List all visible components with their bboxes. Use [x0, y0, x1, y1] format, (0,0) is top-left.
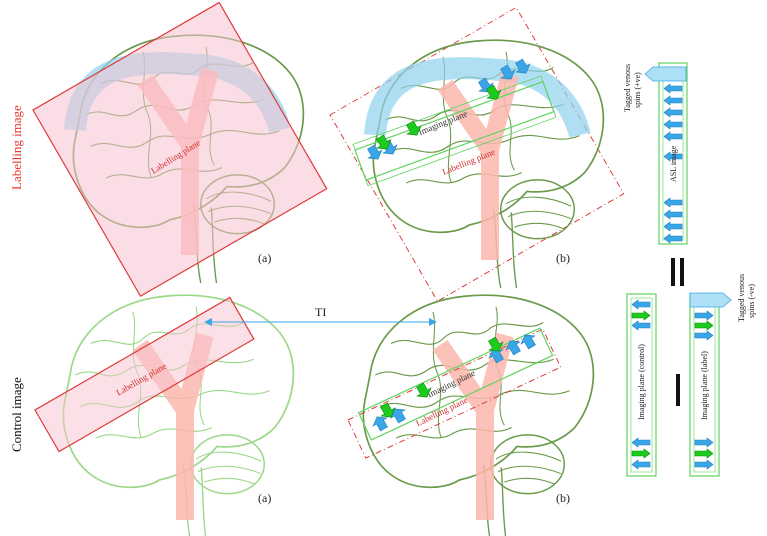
- tagged-spin-right-label-2: spins (-ve): [747, 284, 756, 318]
- row-label-labelling: Labelling image: [9, 105, 24, 190]
- panel-top-b: Imaging plane Labelling plane (b): [329, 6, 625, 302]
- control-green-arrow: [631, 448, 651, 459]
- label-blue-arrow: [694, 330, 714, 341]
- asl-blue-arrows: [663, 83, 683, 244]
- label-green-arrow: [694, 448, 714, 459]
- imaging-plane-label-label: Imaging plane (label): [700, 351, 709, 420]
- asl-image-box: [658, 62, 688, 245]
- asl-arrow: [663, 107, 683, 118]
- label-blue-arrow: [694, 310, 714, 321]
- minus-sign: [676, 374, 680, 406]
- asl-arrow: [663, 83, 683, 94]
- imaging-plane-label-column: Imaging plane (label) Tagged venous spin…: [689, 274, 756, 477]
- panel-bottom-a: Labelling plane (a): [34, 294, 295, 536]
- label-blue-arrow: [694, 437, 714, 448]
- ti-label: TI: [315, 305, 326, 319]
- asl-image-column: ASL image Tagged venous spins (+ve): [623, 62, 688, 245]
- blue-arrows-top-b: [367, 58, 531, 160]
- panel-label-top-a: (a): [258, 251, 271, 265]
- asl-arrow: [663, 221, 683, 232]
- labelling-slab-bottom-b: [347, 328, 562, 459]
- control-blue-arrow: [631, 437, 651, 448]
- control-blue-arrow: [631, 299, 651, 310]
- control-blue-arrow: [631, 459, 651, 470]
- tagged-spin-right-arrow: [689, 292, 732, 308]
- label-blue-arrow: [694, 459, 714, 470]
- ti-indicator: TI: [204, 305, 437, 326]
- label-arrows: [694, 310, 714, 470]
- equals-sign: [671, 258, 684, 286]
- blue-arrows-bottom-b: [372, 334, 536, 432]
- asl-arrow: [663, 233, 683, 244]
- control-blue-arrow: [631, 320, 651, 331]
- row-label-control: Control image: [9, 377, 24, 452]
- green-arrows-top-b: [376, 84, 502, 150]
- tagged-spin-top-label-2: spins (+ve): [633, 72, 642, 108]
- tagged-spin-top-arrow: [644, 66, 687, 82]
- imaging-plane-control-column: Imaging plane (control): [626, 293, 657, 477]
- tagged-spin-top-label-1: Tagged venous: [623, 64, 632, 112]
- asl-arrow: [663, 209, 683, 220]
- imaging-slab-bottom-b: [357, 327, 554, 441]
- labelling-plane-box-top-a: [32, 1, 328, 298]
- panel-bottom-b: Imaging plane Labelling plane (b): [347, 294, 595, 536]
- green-arrows-bottom-b: [380, 336, 504, 418]
- panel-top-a: Labelling plane (a): [32, 1, 328, 298]
- imaging-plane-control-label: Imaging plane (control): [637, 344, 646, 420]
- label-green-arrow: [694, 320, 714, 331]
- asl-arrow: [663, 119, 683, 130]
- imaging-plane-control-box: [626, 293, 657, 477]
- imaging-slab-top-b: [352, 75, 557, 187]
- asl-arrow: [663, 131, 683, 142]
- control-green-arrow: [631, 310, 651, 321]
- asl-arrow: [663, 95, 683, 106]
- pink-vessel-bottom-b: [440, 335, 505, 520]
- control-arrows: [631, 299, 651, 470]
- panel-label-bottom-a: (a): [258, 491, 271, 505]
- blue-vessel-top-b: [364, 57, 591, 139]
- panel-label-top-b: (b): [556, 251, 570, 265]
- asl-image-label: ASL image: [669, 145, 678, 182]
- panel-label-bottom-b: (b): [556, 491, 570, 505]
- asl-arrow: [663, 197, 683, 208]
- tagged-spin-right-label-1: Tagged venous: [737, 274, 746, 322]
- asl-arrow: [663, 151, 683, 162]
